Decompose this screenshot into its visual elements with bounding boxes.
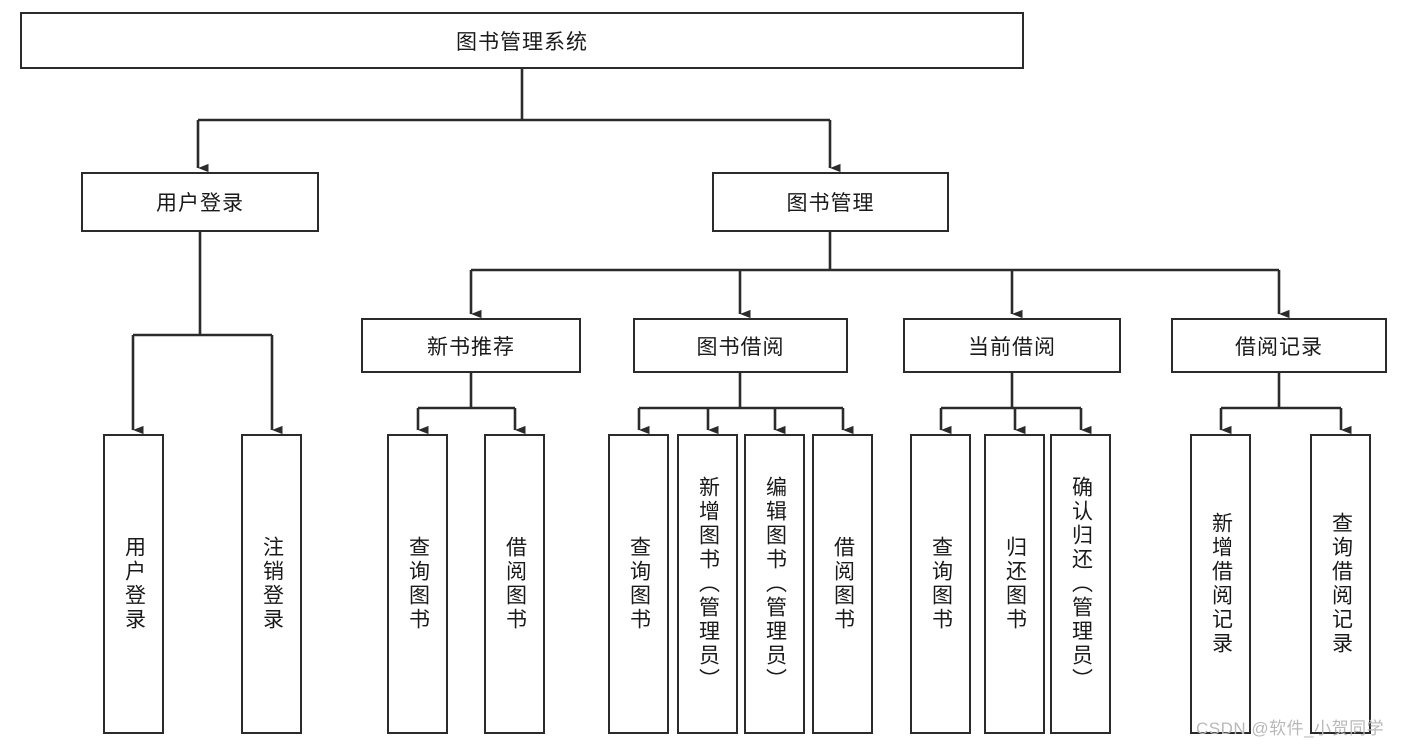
node-current-borrow[interactable]: 当前借阅 — [903, 318, 1121, 373]
node-leaf-confirm-return[interactable]: 确认归还（管理员） — [1050, 434, 1111, 734]
node-borrow-record-label: 借阅记录 — [1235, 335, 1323, 359]
node-leaf-query-book-1-label: 查询图书 — [406, 536, 430, 632]
node-book-borrow[interactable]: 图书借阅 — [633, 318, 848, 373]
node-leaf-add-book[interactable]: 新增图书（管理员） — [677, 434, 738, 734]
node-new-book-rec-label: 新书推荐 — [427, 335, 515, 359]
node-leaf-edit-book[interactable]: 编辑图书（管理员） — [744, 434, 805, 734]
node-current-borrow-label: 当前借阅 — [968, 335, 1056, 359]
node-leaf-add-record-label: 新增借阅记录 — [1209, 512, 1233, 656]
node-leaf-return-book-label: 归还图书 — [1003, 536, 1027, 632]
node-leaf-confirm-return-label: 确认归还（管理员） — [1069, 476, 1093, 692]
node-leaf-query-book-2[interactable]: 查询图书 — [608, 434, 669, 734]
node-book-manage[interactable]: 图书管理 — [712, 172, 949, 232]
node-leaf-query-record-label: 查询借阅记录 — [1329, 512, 1353, 656]
node-leaf-return-book[interactable]: 归还图书 — [984, 434, 1045, 734]
node-user-login[interactable]: 用户登录 — [81, 172, 319, 232]
node-root-label: 图书管理系统 — [456, 30, 588, 54]
node-leaf-add-record[interactable]: 新增借阅记录 — [1190, 434, 1251, 734]
node-leaf-edit-book-label: 编辑图书（管理员） — [763, 476, 787, 692]
node-new-book-rec[interactable]: 新书推荐 — [361, 318, 581, 373]
node-user-login-label: 用户登录 — [156, 192, 244, 215]
node-leaf-borrow-book-1-label: 借阅图书 — [503, 536, 527, 632]
node-book-borrow-label: 图书借阅 — [696, 335, 785, 359]
node-leaf-borrow-book-2[interactable]: 借阅图书 — [812, 434, 873, 734]
node-book-manage-label: 图书管理 — [786, 192, 875, 215]
node-borrow-record[interactable]: 借阅记录 — [1171, 318, 1387, 373]
node-leaf-user-logout-label: 注销登录 — [260, 536, 284, 632]
node-leaf-borrow-book-1[interactable]: 借阅图书 — [484, 434, 545, 734]
node-leaf-query-book-1[interactable]: 查询图书 — [387, 434, 448, 734]
node-leaf-query-book-3[interactable]: 查询图书 — [910, 434, 971, 734]
node-root[interactable]: 图书管理系统 — [20, 12, 1024, 69]
node-leaf-query-book-3-label: 查询图书 — [929, 536, 953, 632]
node-leaf-user-login[interactable]: 用户登录 — [103, 434, 164, 734]
node-leaf-borrow-book-2-label: 借阅图书 — [831, 536, 855, 632]
node-leaf-query-record[interactable]: 查询借阅记录 — [1310, 434, 1371, 734]
node-leaf-user-logout[interactable]: 注销登录 — [241, 434, 302, 734]
node-leaf-query-book-2-label: 查询图书 — [627, 536, 651, 632]
node-leaf-user-login-label: 用户登录 — [122, 536, 146, 632]
node-leaf-add-book-label: 新增图书（管理员） — [696, 476, 720, 692]
